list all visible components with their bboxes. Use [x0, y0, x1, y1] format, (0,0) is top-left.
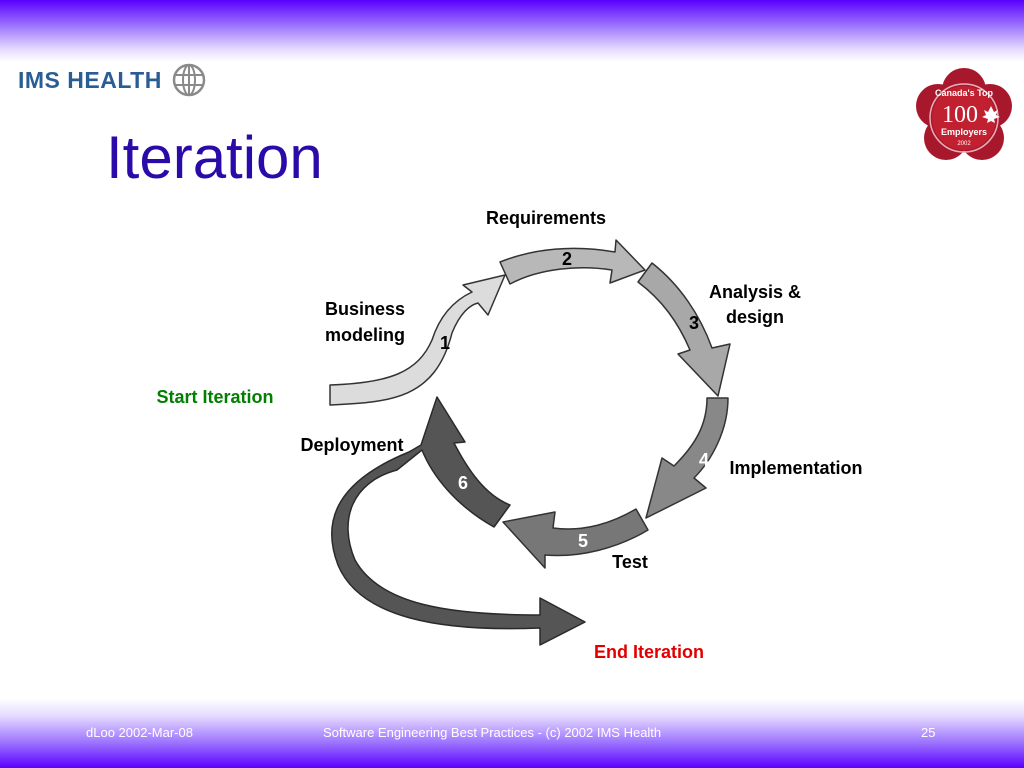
- phase-1-label-line1: Business: [325, 299, 405, 319]
- phase-3-label-line1: Analysis &: [709, 282, 801, 302]
- badge-line2: Employers: [941, 127, 987, 137]
- phase-6-label: Deployment: [300, 435, 403, 455]
- footer-title: Software Engineering Best Practices - (c…: [323, 725, 662, 740]
- end-iteration-label: End Iteration: [594, 642, 704, 662]
- phase-5-test-arrow: [502, 508, 649, 569]
- phase-2-requirements-arrow: [499, 239, 646, 285]
- start-iteration-label: Start Iteration: [156, 387, 273, 407]
- header-band: [0, 0, 1024, 62]
- phase-3-analysis-design-arrow: [637, 262, 731, 397]
- footer-band: [0, 698, 1024, 768]
- phase-1-business-modeling-arrow: [329, 274, 506, 406]
- phase-4-number: 4: [699, 450, 709, 470]
- page-number: 25: [921, 725, 936, 740]
- badge-line1: Canada's Top: [935, 88, 993, 98]
- phase-6-deployment-arrow: [330, 396, 586, 646]
- footer-date: dLoo 2002-Mar-08: [86, 725, 193, 740]
- phase-1-label-line2: modeling: [325, 325, 405, 345]
- phase-5-label: Test: [612, 552, 648, 572]
- logo-text: IMS HEALTH: [18, 66, 162, 93]
- badge-flower-shape: [916, 68, 1012, 160]
- slide-title: Iteration: [106, 124, 323, 191]
- phase-4-label: Implementation: [729, 458, 862, 478]
- phase-6-number: 6: [458, 473, 468, 493]
- badge-year: 2002: [957, 141, 971, 147]
- phase-2-number: 2: [562, 249, 572, 269]
- phase-3-number: 3: [689, 313, 699, 333]
- badge-number: 100: [942, 102, 978, 128]
- globe-icon: [172, 63, 206, 97]
- phase-2-label: Requirements: [486, 208, 606, 228]
- phase-1-number: 1: [440, 333, 450, 353]
- phase-4-implementation-arrow: [645, 397, 729, 519]
- phase-3-label-line2: design: [726, 307, 784, 327]
- company-logo: IMS HEALTH: [18, 62, 206, 98]
- canada-top-100-employers-badge: Canada's Top 100 Employers 2002: [916, 68, 1012, 160]
- maple-leaf-icon: [982, 106, 1000, 123]
- phase-5-number: 5: [578, 531, 588, 551]
